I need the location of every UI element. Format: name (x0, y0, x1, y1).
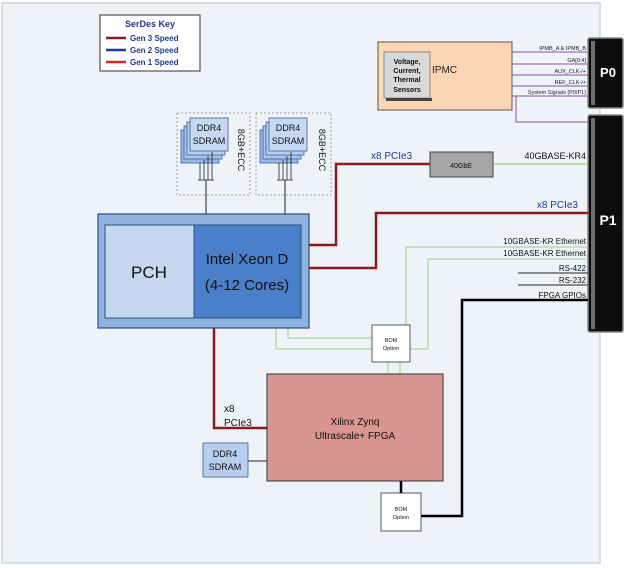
fpga-label-line1: Xilinx Zynq (331, 417, 380, 428)
signal-label-ref-clk: REF_CLK-/+ (555, 80, 586, 86)
key-gen2-label: Gen 2 Speed (130, 46, 179, 55)
sensors-line1: Voltage, (394, 59, 421, 66)
gbe-label: 40GbE (450, 163, 472, 170)
signal-label-system: System Signals (P0/P1) (528, 90, 586, 96)
serdes-key-title: SerDes Key (125, 19, 175, 29)
key-gen1-label: Gen 1 Speed (130, 58, 179, 67)
bom-option-bottom-box (380, 492, 422, 532)
connector-p1-label: P1 (599, 212, 616, 228)
signal-label-aux-clk: AUX_CLK-/+ (554, 69, 586, 75)
sensors-shadow (386, 98, 432, 101)
bom-option-bottom-line1: BOM (395, 507, 408, 513)
kr4-label: 40GBASE-KR4 (524, 151, 586, 161)
key-gen3-label: Gen 3 Speed (130, 34, 179, 43)
connector-p0-label: P0 (600, 65, 616, 80)
connector-p1: P1 (587, 114, 624, 333)
fpga-ddr-line2: SDRAM (209, 462, 242, 472)
pch-box (104, 224, 195, 319)
memory-right-line1: DDR4 (276, 123, 301, 133)
xeon-box (193, 224, 302, 319)
ipmc-signal-line-sys-p1 (515, 96, 590, 123)
fpga-ddr-block: DDR4 SDRAM (202, 442, 249, 478)
bom-option-top-line1: BOM (385, 338, 398, 344)
pcie-fpga-label-line2: PCIe3 (224, 418, 252, 429)
pcie-link-to-40gbe (309, 162, 430, 247)
gbe-box (429, 151, 494, 178)
memory-left-capacity: 8GB+ECC (236, 129, 246, 172)
memory-right-line2: SDRAM (272, 136, 305, 146)
pcie-right-label: x8 PCIe3 (537, 200, 579, 211)
fpga-ddr-box (202, 442, 249, 478)
memory-group-right-outline (255, 112, 332, 196)
fpga-ddr-line1: DDR4 (213, 449, 238, 459)
pcie-top-label: x8 PCIe3 (371, 151, 413, 162)
pcie-link-to-fpga (212, 328, 267, 430)
bom-option-top-box (371, 324, 411, 363)
bom-option-bottom: BOM Option (380, 492, 422, 532)
signal-label-ipmb: IPMB_A & IPMB_B (539, 46, 586, 52)
cpu-complex: PCH Intel Xeon D (4-12 Cores) (97, 213, 310, 329)
gpio-link (421, 298, 588, 518)
ipmc-label: IPMC (432, 65, 457, 76)
memory-chip-right-front (268, 117, 308, 152)
connector-p1-body (587, 114, 624, 333)
memory-group-right: DDR4 SDRAM 8GB+ECC (255, 112, 332, 196)
gen3-links (212, 162, 588, 430)
sensors-line4: Sensors (393, 87, 421, 94)
connector-p0-rail (591, 41, 595, 105)
serdes-key: SerDes Key Gen 3 Speed Gen 2 Speed Gen 1… (99, 14, 201, 72)
connector-p0-body (587, 37, 624, 109)
memory-chip-left-front (189, 117, 229, 152)
rs422-label: RS-422 (559, 264, 587, 273)
xeon-label-line2: (4-12 Cores) (205, 277, 289, 294)
eth-link-2 (275, 258, 588, 350)
memory-group-left-outline (176, 112, 251, 196)
eth1-label: 10GBASE-KR Ethernet (503, 237, 586, 246)
pcie-fpga-label-line1: x8 (224, 404, 235, 415)
bom-option-top-line2: Option (383, 346, 399, 352)
pch-label: PCH (131, 263, 167, 282)
bom-option-bottom-line2: Option (393, 515, 409, 521)
memory-left-line2: SDRAM (193, 136, 226, 146)
fpga-block: Xilinx Zynq Ultrascale+ FPGA (266, 373, 444, 482)
eth2-label: 10GBASE-KR Ethernet (503, 249, 586, 258)
rs232-label: RS-232 (559, 276, 587, 285)
gpio-label: FPGA GPIOs (538, 291, 586, 300)
ipmc-block: IPMC Voltage, Current, Thermal Sensors (377, 41, 513, 111)
connector-p1-rail (591, 118, 595, 329)
memory-left-line1: DDR4 (197, 123, 222, 133)
sensors-line2: Current, (393, 68, 420, 75)
signal-label-ga: GA[0:4] (567, 58, 586, 64)
sensors-line3: Thermal (393, 77, 420, 84)
fpga-box (266, 373, 444, 482)
memory-group-left: DDR4 SDRAM 8GB+ECC (176, 112, 251, 196)
bom-option-top: BOM Option (371, 324, 411, 363)
ipmc-signals (512, 51, 590, 123)
connector-p0: P0 (587, 37, 624, 109)
pcie-link-to-p1 (309, 211, 588, 270)
memory-right-capacity: 8GB+ECC (317, 129, 327, 172)
fpga-label-line2: Ultrascale+ FPGA (315, 431, 396, 442)
xeon-label-line1: Intel Xeon D (206, 251, 289, 268)
